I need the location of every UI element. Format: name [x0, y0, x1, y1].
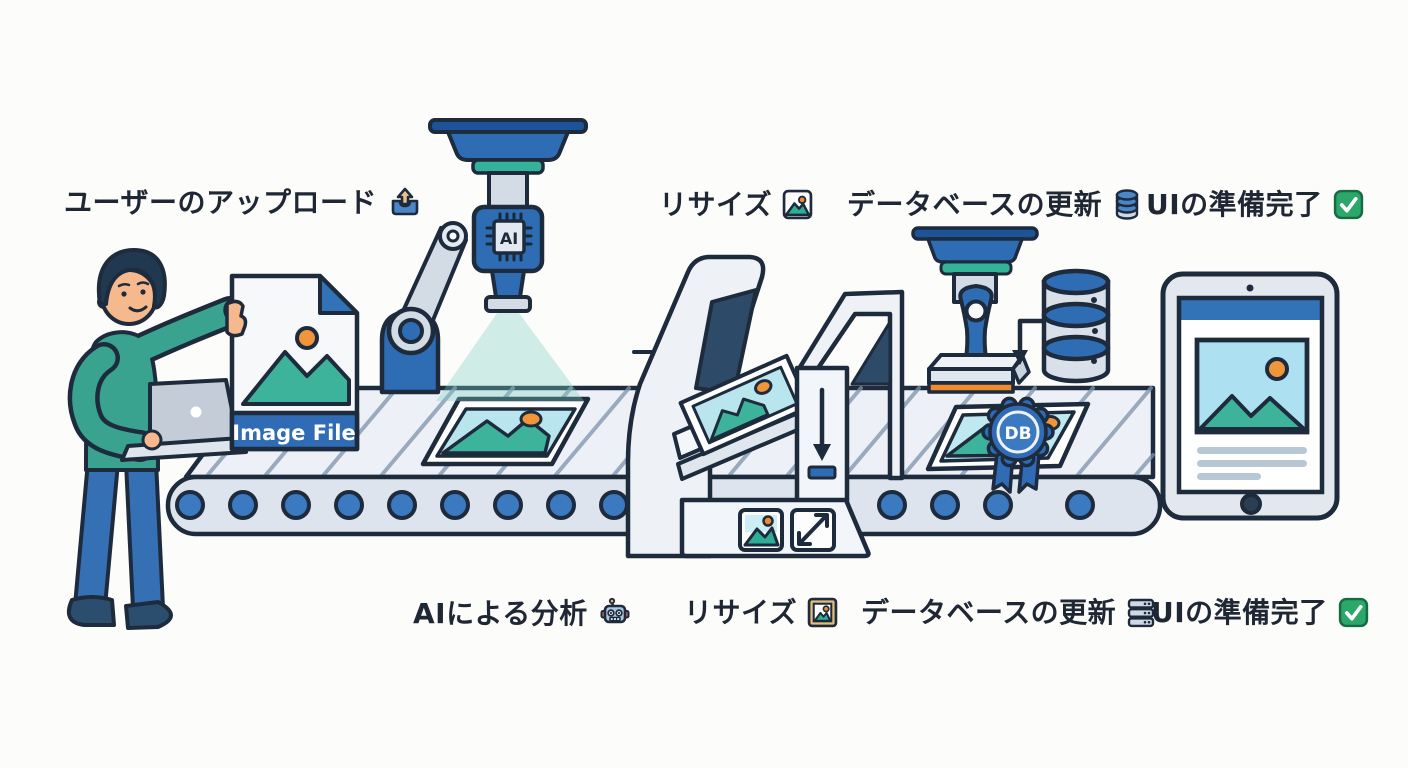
- upload-tray-icon: [391, 187, 419, 216]
- stage-label-text: データベースの更新: [861, 596, 1117, 629]
- stage-label-text: UIの準備完了: [1151, 595, 1328, 629]
- stage-label-db-top: データベースの更新: [847, 189, 1142, 221]
- ai-chip-label: AI: [500, 229, 518, 248]
- scan-beam: [436, 313, 584, 401]
- photo-on-belt-stamped: DB: [925, 396, 1091, 494]
- machine-right-arch: [794, 289, 905, 481]
- resize-arrows-icon: [790, 508, 836, 552]
- stage-label-ui-top: UIの準備完了: [1146, 189, 1364, 220]
- stage-label-text: AIによる分析: [413, 597, 588, 630]
- photo-sun: [519, 410, 543, 428]
- page-fold: [318, 274, 359, 315]
- robot-icon: [600, 597, 630, 624]
- hand-fingers: [225, 299, 248, 338]
- hair: [96, 248, 167, 310]
- document-label: Image File: [232, 421, 355, 445]
- stage-label-resize-bottom: リサイズ: [684, 597, 838, 628]
- photo-in-machine: [678, 353, 812, 457]
- db-badge: DB: [981, 396, 1055, 494]
- home-button: [1240, 493, 1262, 515]
- stage-label-upload: ユーザーのアップロード: [64, 186, 423, 220]
- stage-label-text: UIの準備完了: [1146, 187, 1323, 221]
- robot-arm: [379, 221, 468, 395]
- stage-label-ai: AIによる分析: [413, 597, 632, 631]
- stage-label-text: リサイズ: [684, 595, 798, 629]
- photo-sun: [295, 326, 319, 350]
- stage-label-ui-bottom: UIの準備完了: [1151, 597, 1369, 628]
- ai-chip: [492, 219, 526, 255]
- database-icon: [1115, 189, 1139, 220]
- pants: [77, 449, 116, 619]
- camera-dot: [1246, 284, 1254, 292]
- ui-image-card: [1194, 337, 1310, 435]
- stamp-machine: [911, 226, 1039, 394]
- database-stack: [1041, 268, 1111, 384]
- shoe: [67, 595, 116, 627]
- server-icon: [1127, 598, 1155, 628]
- framed-image-icon: [807, 597, 838, 628]
- ui-text-lines: [1197, 447, 1307, 480]
- person: [67, 248, 249, 630]
- stage-label-resize-top: リサイズ: [659, 189, 813, 220]
- photo-mountains: [241, 350, 351, 406]
- document-banner: [229, 410, 360, 452]
- db-badge-label: DB: [1004, 424, 1031, 444]
- stage-label-db-bottom: データベースの更新: [861, 597, 1156, 629]
- image-file-document: Image File: [225, 273, 360, 452]
- tablet-device: [1160, 271, 1340, 521]
- check-icon: [1338, 597, 1368, 628]
- stage-label-text: リサイズ: [659, 187, 773, 221]
- app-header-bar: [1179, 298, 1322, 320]
- stage-label-text: データベースの更新: [847, 188, 1103, 221]
- check-icon: [1333, 189, 1363, 220]
- photo-on-belt-scan: [420, 396, 591, 467]
- stage-label-text: ユーザーのアップロード: [64, 186, 377, 219]
- flow-arrow: [1012, 318, 1047, 365]
- image-icon: [738, 508, 784, 552]
- image-icon: [782, 189, 813, 220]
- resize-machine: [625, 254, 905, 559]
- ai-scanner: AI: [428, 118, 588, 313]
- hand: [141, 429, 163, 451]
- stamp-pad: [927, 367, 1015, 385]
- shoe: [124, 600, 173, 630]
